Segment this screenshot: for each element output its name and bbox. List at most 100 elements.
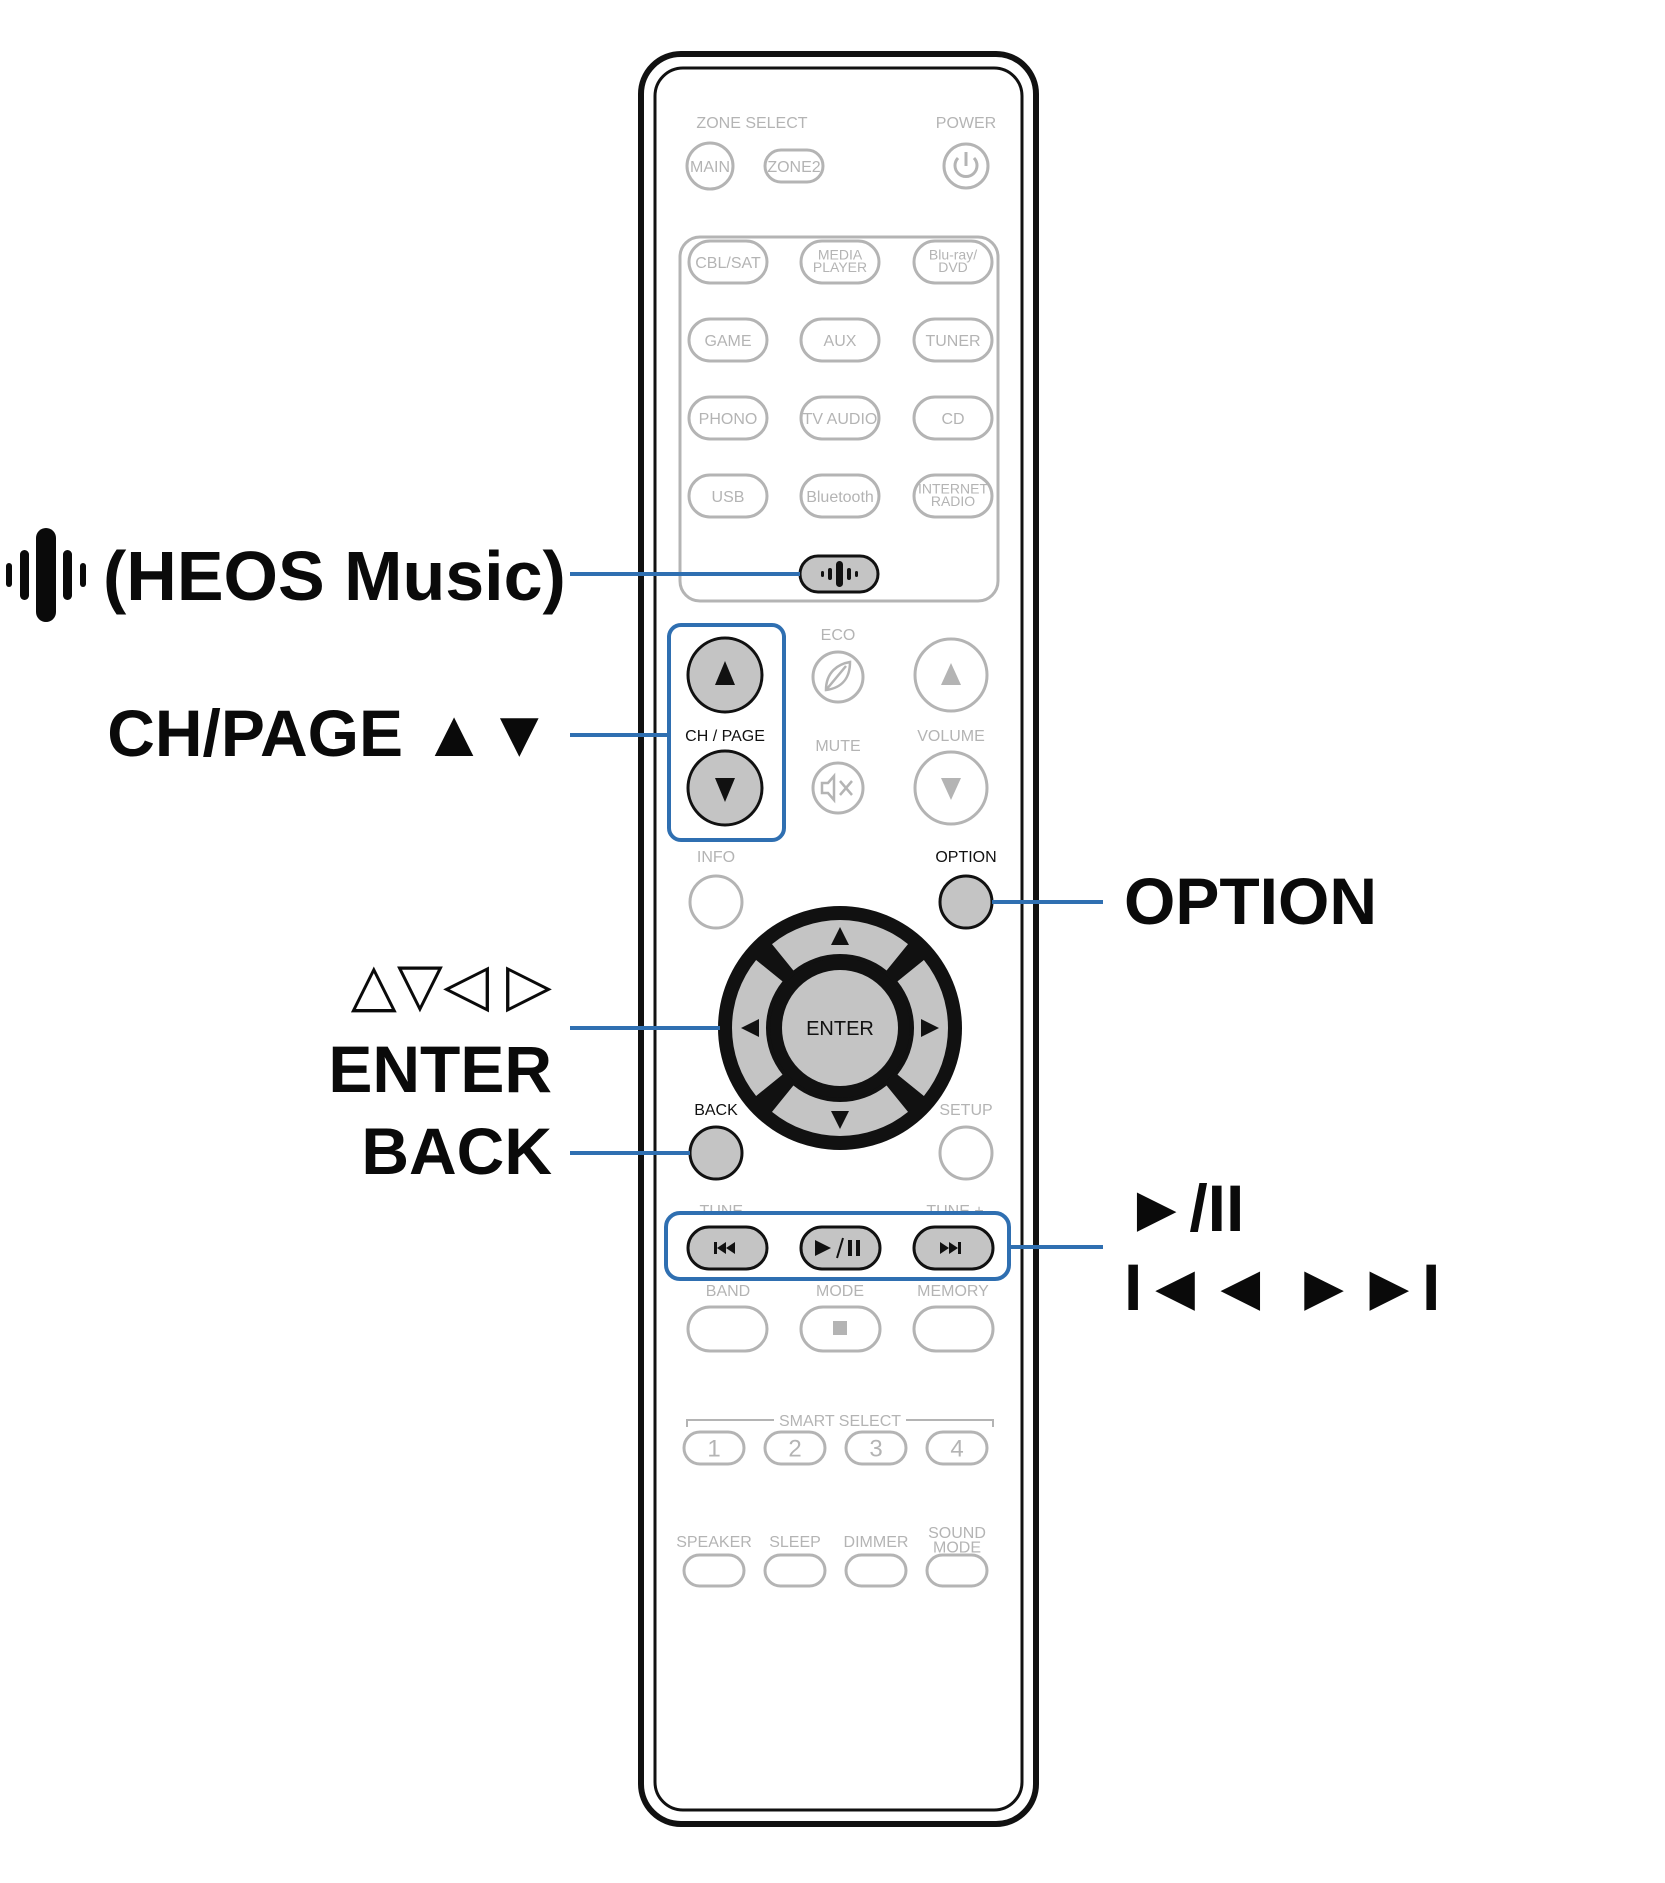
- bluetooth-button-label: Bluetooth: [806, 489, 874, 506]
- skip-back-icon: [714, 1242, 735, 1254]
- band-label: BAND: [706, 1283, 750, 1300]
- back-label: BACK: [694, 1102, 738, 1119]
- cursor-left-icon: [741, 1019, 759, 1037]
- volume-up-icon: [941, 663, 961, 685]
- cursor-up-button[interactable]: [772, 920, 908, 971]
- stop-icon: [833, 1321, 847, 1335]
- sound-mode-button[interactable]: [925, 1553, 989, 1588]
- skip-forward-icon: [940, 1242, 961, 1254]
- ch-page-highlight: [667, 623, 786, 842]
- volume-label: VOLUME: [917, 728, 985, 745]
- heos-icon: [821, 561, 858, 587]
- mute-button[interactable]: [811, 761, 865, 815]
- setup-label: SETUP: [939, 1102, 992, 1119]
- smart-select-2-button[interactable]: [763, 1430, 827, 1466]
- media-player-button[interactable]: [799, 239, 881, 285]
- sleep-button[interactable]: [763, 1553, 827, 1588]
- cbl-sat-button-label: CBL/SAT: [695, 255, 761, 272]
- setup-button[interactable]: [938, 1125, 994, 1181]
- smart-select-label: SMART SELECT: [779, 1413, 901, 1430]
- main-button[interactable]: [685, 141, 735, 191]
- volume-down-icon: [941, 778, 961, 800]
- cd-button[interactable]: [912, 395, 994, 441]
- sleep-label: SLEEP: [769, 1534, 821, 1551]
- cursor-down-icon: [831, 1111, 849, 1129]
- bluetooth-button[interactable]: [799, 473, 881, 519]
- dimmer-label: DIMMER: [844, 1534, 909, 1551]
- triangle-up-icon: [715, 661, 735, 685]
- info-button[interactable]: [688, 874, 744, 930]
- heos-music-callout: (HEOS Music): [103, 537, 566, 615]
- info-label: INFO: [697, 849, 735, 866]
- play-pause-icon: [815, 1237, 860, 1259]
- leaf-icon: [824, 660, 852, 692]
- ch-page-callout: CH/PAGE ▲▼: [107, 696, 552, 770]
- back-callout: BACK: [361, 1114, 552, 1188]
- triangle-down-icon: [715, 778, 735, 802]
- phono-button[interactable]: [687, 395, 769, 441]
- eco-label: ECO: [821, 627, 856, 644]
- smart-select-4-label: 4: [950, 1436, 963, 1463]
- blu-ray-dvd-button-label: Blu-ray/DVD: [929, 246, 977, 275]
- heos-callout-icon: [6, 528, 86, 622]
- tuner-button[interactable]: [912, 317, 994, 363]
- zone2-button-label: ZONE2: [767, 159, 820, 176]
- blu-ray-dvd-button[interactable]: [912, 239, 994, 285]
- option-button[interactable]: [938, 874, 994, 930]
- mode-label: MODE: [816, 1283, 864, 1300]
- smart-select-3-button[interactable]: [844, 1430, 908, 1466]
- speaker-button[interactable]: [682, 1553, 746, 1588]
- zone2-button[interactable]: [763, 148, 825, 184]
- band-button[interactable]: [686, 1305, 769, 1353]
- callout-lines: [570, 572, 1103, 1249]
- skip-callout: I◄◄ ►►I: [1124, 1250, 1441, 1324]
- speaker-label: SPEAKER: [676, 1534, 752, 1551]
- cursor-right-icon: [921, 1019, 939, 1037]
- play-pause-callout: ►/II: [1124, 1171, 1245, 1245]
- power-label: POWER: [936, 115, 996, 132]
- option-callout: OPTION: [1124, 864, 1378, 938]
- ch-page-label: CH / PAGE: [685, 728, 765, 745]
- enter-button-label: ENTER: [806, 1018, 874, 1040]
- enter-callout: ENTER: [328, 1032, 552, 1106]
- aux-button-label: AUX: [824, 333, 857, 350]
- memory-button[interactable]: [912, 1305, 995, 1353]
- game-button[interactable]: [687, 317, 769, 363]
- aux-button[interactable]: [799, 317, 881, 363]
- usb-button[interactable]: [687, 473, 769, 519]
- speaker-mute-icon: [820, 772, 853, 804]
- smart-select-2-label: 2: [788, 1436, 801, 1463]
- main-button-label: MAIN: [690, 159, 730, 176]
- smart-select-bracket: [686, 1419, 994, 1427]
- tuner-button-label: TUNER: [925, 333, 980, 350]
- tv-audio-button-label: TV AUDIO: [803, 411, 878, 428]
- internet-radio-button[interactable]: [912, 473, 994, 519]
- dimmer-button[interactable]: [844, 1553, 908, 1588]
- zone-select-label: ZONE SELECT: [696, 115, 807, 132]
- game-button-label: GAME: [704, 333, 751, 350]
- cbl-sat-button[interactable]: [687, 239, 769, 285]
- power-icon: [953, 152, 979, 178]
- memory-label: MEMORY: [917, 1283, 989, 1300]
- usb-button-label: USB: [712, 489, 745, 506]
- enter-button[interactable]: [782, 970, 898, 1086]
- cursor-up-icon: [831, 927, 849, 945]
- tv-audio-button[interactable]: [799, 395, 881, 441]
- option-label: OPTION: [935, 849, 996, 866]
- cd-button-label: CD: [941, 411, 964, 428]
- back-button[interactable]: [688, 1125, 744, 1181]
- smart-select-1-button[interactable]: [682, 1430, 746, 1466]
- smart-select-4-button[interactable]: [925, 1430, 989, 1466]
- smart-select-3-label: 3: [869, 1436, 882, 1463]
- cursor-callout: △▽◁ ▷: [350, 951, 552, 1018]
- mute-label: MUTE: [815, 738, 860, 755]
- cursor-down-button[interactable]: [772, 1085, 908, 1136]
